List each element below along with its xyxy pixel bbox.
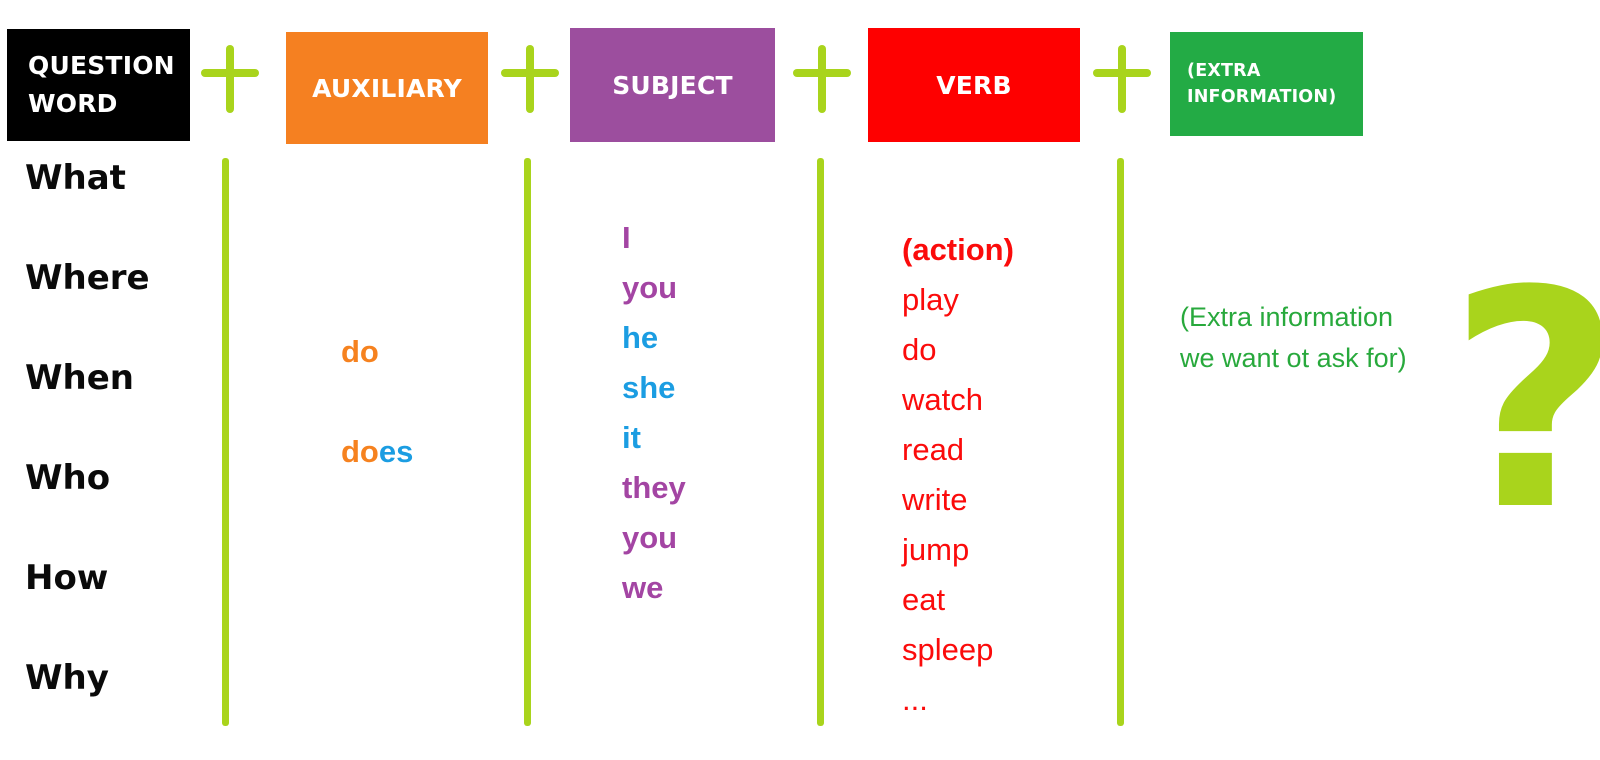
column-divider-line bbox=[817, 158, 824, 726]
subject-box: SUBJECT bbox=[570, 28, 775, 142]
verb-item: ... bbox=[902, 682, 928, 717]
question-word-item: How bbox=[25, 558, 109, 598]
auxiliary-word-does: does bbox=[341, 430, 413, 474]
extra-information-box-line2: INFORMATION) bbox=[1187, 87, 1337, 107]
extra-information-box-label: (EXTRA INFORMATION) bbox=[1187, 58, 1336, 110]
extra-information-note-line2: we want ot ask for) bbox=[1180, 343, 1407, 373]
verb-item: read bbox=[902, 432, 965, 467]
plus-vertical-bar bbox=[1118, 45, 1126, 113]
plus-icon bbox=[793, 45, 851, 113]
question-word-item: Why bbox=[25, 658, 109, 698]
verb-item: write bbox=[902, 482, 968, 517]
verb-item: spleep bbox=[902, 632, 994, 667]
column-divider-line bbox=[524, 158, 531, 726]
plus-icon bbox=[1093, 45, 1151, 113]
plus-horizontal-bar bbox=[1093, 69, 1151, 77]
auxiliary-box: AUXILIARY bbox=[286, 32, 488, 144]
plus-vertical-bar bbox=[526, 45, 534, 113]
verb-list-header: (action) bbox=[902, 232, 1014, 267]
subject-box-label: SUBJECT bbox=[612, 70, 733, 100]
question-mark-icon: ? bbox=[1448, 252, 1600, 552]
verb-item: jump bbox=[902, 532, 970, 567]
does-suffix: es bbox=[378, 434, 414, 469]
subject-pronoun-list: I you he she it they you we bbox=[622, 213, 686, 613]
verb-box: VERB bbox=[868, 28, 1080, 142]
subject-pronoun: I bbox=[622, 220, 631, 255]
subject-pronoun: she bbox=[622, 370, 676, 405]
plus-vertical-bar bbox=[818, 45, 826, 113]
column-divider-line bbox=[222, 158, 229, 726]
column-divider-line bbox=[1117, 158, 1124, 726]
subject-pronoun: you bbox=[622, 520, 678, 555]
question-word-box-line1: QUESTION bbox=[28, 51, 175, 80]
verb-item: watch bbox=[902, 382, 983, 417]
question-word-item: What bbox=[25, 158, 126, 198]
verb-example-list: (action) play do watch read write jump e… bbox=[902, 225, 1014, 725]
plus-vertical-bar bbox=[226, 45, 234, 113]
extra-information-box-line1: (EXTRA bbox=[1187, 61, 1261, 81]
verb-box-label: VERB bbox=[936, 70, 1012, 100]
plus-horizontal-bar bbox=[793, 69, 851, 77]
plus-icon bbox=[201, 45, 259, 113]
question-word-item: Who bbox=[25, 458, 111, 498]
question-word-box: QUESTION WORD bbox=[7, 29, 190, 141]
does-stem: do bbox=[341, 434, 379, 469]
subject-pronoun: we bbox=[622, 570, 664, 605]
plus-horizontal-bar bbox=[501, 69, 559, 77]
subject-pronoun: it bbox=[622, 420, 641, 455]
auxiliary-box-label: AUXILIARY bbox=[312, 73, 462, 103]
extra-information-note: (Extra information we want ot ask for) bbox=[1180, 297, 1407, 379]
verb-item: eat bbox=[902, 582, 946, 617]
extra-information-note-line1: (Extra information bbox=[1180, 302, 1394, 332]
subject-pronoun: he bbox=[622, 320, 659, 355]
plus-horizontal-bar bbox=[201, 69, 259, 77]
subject-pronoun: they bbox=[622, 470, 686, 505]
verb-item: do bbox=[902, 332, 937, 367]
question-word-box-label: QUESTION WORD bbox=[28, 47, 175, 123]
question-word-box-line2: WORD bbox=[28, 89, 118, 118]
subject-pronoun: you bbox=[622, 270, 678, 305]
auxiliary-word-do: do bbox=[341, 334, 379, 369]
verb-item: play bbox=[902, 282, 959, 317]
question-word-item: When bbox=[25, 358, 134, 398]
question-word-item: Where bbox=[25, 258, 150, 298]
plus-icon bbox=[501, 45, 559, 113]
extra-information-box: (EXTRA INFORMATION) bbox=[1170, 32, 1363, 136]
